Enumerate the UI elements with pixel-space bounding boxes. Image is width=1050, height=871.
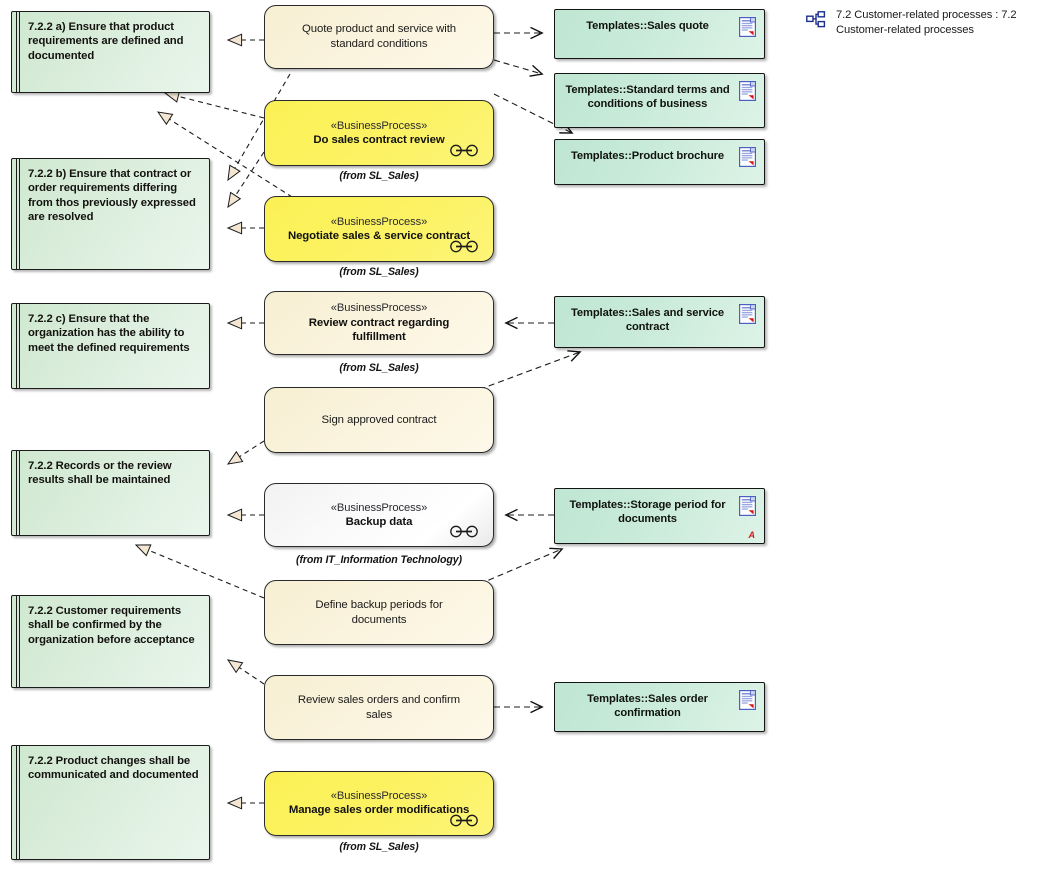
document-icon (739, 496, 756, 516)
business-process-icon (450, 144, 478, 157)
activity-label: Review sales orders and confirm sales (297, 693, 461, 721)
stereotype-label: «BusinessProcess» (330, 790, 428, 803)
requirement-left-bar-inner (19, 159, 20, 269)
link-sign-to-req-rec (226, 440, 265, 465)
requirement-box-customer-confirmation[interactable]: 7.2.2 Customer requirements shall be con… (11, 595, 210, 688)
template-box-sales-order-confirmation[interactable]: Templates::Sales order confirmation (554, 682, 765, 732)
diagram-legend: 7.2 Customer-related processes : 7.2 Cus… (806, 8, 1044, 38)
template-label: Templates::Sales quote (586, 20, 709, 32)
activity-label: Define backup periods for documents (315, 598, 443, 626)
business-process-icon (450, 240, 478, 253)
requirement-box-7-2-2-b[interactable]: 7.2.2 b) Ensure that contract or order r… (11, 158, 210, 270)
activity-do-sales-contract-review[interactable]: «BusinessProcess» Do sales contract revi… (264, 100, 494, 166)
template-box-product-brochure[interactable]: Templates::Product brochure (554, 139, 765, 185)
activity-label: Sign approved contract (321, 413, 437, 426)
requirement-left-bar-outer (16, 596, 17, 687)
business-process-icon (450, 814, 478, 827)
template-box-sales-quote[interactable]: Templates::Sales quote (554, 9, 765, 59)
activity-sign-approved-contract[interactable]: Sign approved contract (264, 387, 494, 453)
link-orders-to-req-conf (226, 659, 265, 685)
activity-namespace-label: (from SL_Sales) (339, 841, 419, 853)
link-periods-to-req-rec (134, 544, 265, 599)
activity-backup-data[interactable]: «BusinessProcess» Backup data (264, 483, 494, 547)
requirement-label: 7.2.2 Product changes shall be communica… (28, 755, 199, 782)
requirement-left-bar-inner (19, 746, 20, 859)
requirement-left-bar-outer (16, 451, 17, 535)
link-quote-to-tpl-terms (493, 59, 542, 74)
document-icon (739, 147, 756, 167)
template-box-sales-service-contract[interactable]: Templates::Sales and service contract (554, 296, 765, 348)
activity-define-backup-periods[interactable]: Define backup periods for documents (264, 580, 494, 645)
stereotype-label: «BusinessProcess» (330, 119, 428, 132)
requirement-label: 7.2.2 b) Ensure that contract or order r… (28, 168, 196, 224)
requirement-left-bar-outer (16, 159, 17, 269)
requirement-box-7-2-2-c[interactable]: 7.2.2 c) Ensure that the organization ha… (11, 303, 210, 389)
template-label: Templates::Product brochure (570, 150, 725, 162)
activity-label: Do sales contract review (313, 133, 445, 146)
activity-namespace-label: (from SL_Sales) (339, 362, 419, 374)
template-label: Templates::Storage period for documents (569, 499, 726, 526)
package-diagram-icon (806, 11, 826, 28)
template-label: Templates::Standard terms and conditions… (565, 84, 730, 111)
document-icon (739, 690, 756, 710)
stereotype-label: «BusinessProcess» (330, 501, 428, 514)
template-label: Templates::Sales order confirmation (587, 693, 708, 720)
activity-negotiate-sales-service-contract[interactable]: «BusinessProcess» Negotiate sales & serv… (264, 196, 494, 262)
template-box-standard-terms[interactable]: Templates::Standard terms and conditions… (554, 73, 765, 128)
stereotype-label: «BusinessProcess» (330, 302, 428, 315)
document-icon (739, 304, 756, 324)
stereotype-label: «BusinessProcess» (330, 215, 428, 228)
requirement-left-bar-inner (19, 596, 20, 687)
requirement-box-product-changes[interactable]: 7.2.2 Product changes shall be communica… (11, 745, 210, 860)
requirement-label: 7.2.2 a) Ensure that product requirement… (28, 21, 184, 62)
activity-review-sales-orders[interactable]: Review sales orders and confirm sales (264, 675, 494, 740)
activity-namespace-label: (from SL_Sales) (339, 170, 419, 182)
activity-label: Quote product and service with standard … (301, 23, 457, 50)
activity-label: Backup data (345, 515, 413, 528)
activity-label: Review contract regarding fulfillment (308, 316, 450, 344)
activity-label: Manage sales order modifications (288, 804, 470, 817)
requirement-label: 7.2.2 Records or the review results shal… (28, 460, 172, 487)
template-label: Templates::Sales and service contract (570, 307, 725, 334)
activity-review-contract-fulfillment[interactable]: «BusinessProcess» Review contract regard… (264, 291, 494, 355)
requirement-left-bar-inner (19, 451, 20, 535)
legend-label: 7.2 Customer-related processes : 7.2 Cus… (836, 9, 1017, 36)
document-icon (739, 81, 756, 101)
requirement-box-7-2-2-a[interactable]: 7.2.2 a) Ensure that product requirement… (11, 11, 210, 93)
requirement-left-bar-outer (16, 12, 17, 92)
link-review-to-req-a (163, 90, 265, 119)
requirement-left-bar-inner (19, 12, 20, 92)
requirement-left-bar-outer (16, 304, 17, 388)
document-icon (739, 17, 756, 37)
requirement-box-records[interactable]: 7.2.2 Records or the review results shal… (11, 450, 210, 536)
activity-quote-product-service[interactable]: Quote product and service with standard … (264, 5, 494, 69)
constraint-marker-a: A (748, 530, 756, 540)
activity-namespace-label: (from SL_Sales) (339, 266, 419, 278)
requirement-label: 7.2.2 Customer requirements shall be con… (28, 605, 195, 646)
business-process-icon (450, 525, 478, 538)
requirement-left-bar-outer (16, 746, 17, 859)
link-review-to-req-b (227, 151, 265, 209)
activity-namespace-label: (from IT_Information Technology) (296, 554, 462, 566)
requirement-left-bar-inner (19, 304, 20, 388)
template-box-storage-period[interactable]: Templates::Storage period for documents … (554, 488, 765, 544)
activity-label: Negotiate sales & service contract (287, 229, 471, 242)
requirement-label: 7.2.2 c) Ensure that the organization ha… (28, 313, 190, 354)
activity-manage-sales-order-modifications[interactable]: «BusinessProcess» Manage sales order mod… (264, 771, 494, 836)
